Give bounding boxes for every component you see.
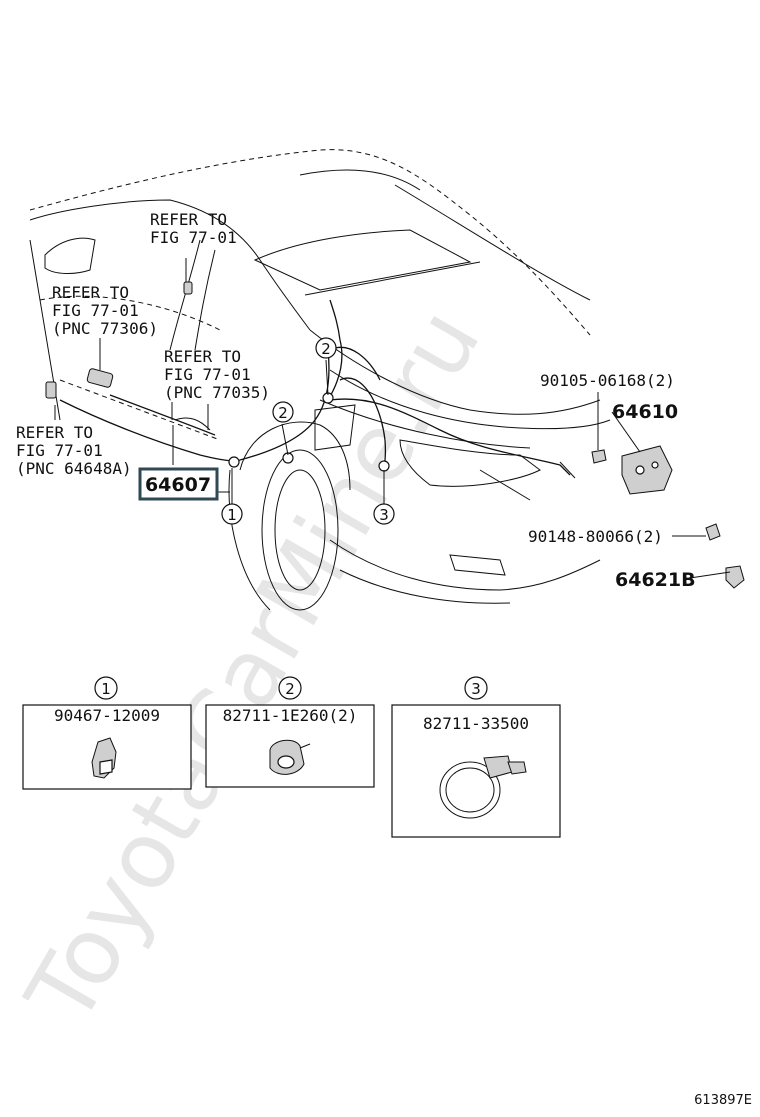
refer-line-2: FIG 77-01 (164, 365, 251, 384)
refer-line-3: (PNC 77035) (164, 383, 270, 402)
band-clamp-part-icon (439, 755, 527, 819)
refer-line-2: FIG 77-01 (52, 301, 139, 320)
refer-label-pnc77035: REFER TO FIG 77-01 (PNC 77035) (164, 347, 270, 402)
detail-box-2: 2 82711-1E260(2) (205, 676, 375, 788)
callout-1-label: 1 (227, 506, 237, 524)
figure-reference: 613897E (694, 1093, 752, 1108)
refer-line-2: FIG 77-01 (150, 228, 237, 247)
refer-label-top: REFER TO FIG 77-01 (150, 210, 237, 247)
diagram-callout-2b: 2 (272, 401, 294, 423)
leader-lines (54, 258, 731, 579)
detail-1-callout: 1 (101, 680, 111, 698)
part-number-64607[interactable]: 64607 (145, 474, 211, 496)
refer-line-1: REFER TO (150, 210, 227, 229)
diagram-callout-3: 3 (373, 503, 395, 525)
refer-label-pnc77306: REFER TO FIG 77-01 (PNC 77306) (52, 283, 158, 338)
part-number-64607-box[interactable]: 64607 (138, 467, 219, 501)
detail-2-callout: 2 (285, 680, 295, 698)
part-number-64610[interactable]: 64610 (612, 401, 678, 423)
detail-box-3: 3 82711-33500 (391, 676, 561, 838)
refer-line-1: REFER TO (52, 283, 129, 302)
clamp-part-icon (269, 739, 311, 775)
detail-3-callout: 3 (471, 680, 481, 698)
part-number-90148[interactable]: 90148-80066(2) (528, 527, 663, 546)
diagram-callout-1: 1 (221, 503, 243, 525)
callout-3-label: 3 (379, 506, 389, 524)
callout-2-label: 2 (321, 340, 331, 358)
refer-line-3: (PNC 77306) (52, 319, 158, 338)
part-number-64621b[interactable]: 64621B (615, 569, 696, 591)
detail-3-part-number[interactable]: 82711-33500 (423, 714, 529, 733)
detail-box-1: 1 90467-12009 (22, 676, 192, 790)
part-number-90105[interactable]: 90105-06168(2) (540, 371, 675, 390)
refer-line-1: REFER TO (16, 423, 93, 442)
component-parts (45, 281, 745, 589)
detail-2-part-number[interactable]: 82711-1E260(2) (223, 706, 358, 725)
diagram-callout-2a: 2 (315, 337, 337, 359)
watermark-text: ToyotaCarMine.ru (6, 291, 501, 1041)
vehicle-outline (29, 149, 611, 611)
refer-line-1: REFER TO (164, 347, 241, 366)
callout-2-label: 2 (278, 404, 288, 422)
refer-label-pnc64648a: REFER TO FIG 77-01 (PNC 64648A) (16, 423, 132, 478)
clip-part-icon (91, 737, 117, 779)
refer-line-3: (PNC 64648A) (16, 459, 132, 478)
refer-line-2: FIG 77-01 (16, 441, 103, 460)
detail-1-part-number[interactable]: 90467-12009 (54, 706, 160, 725)
